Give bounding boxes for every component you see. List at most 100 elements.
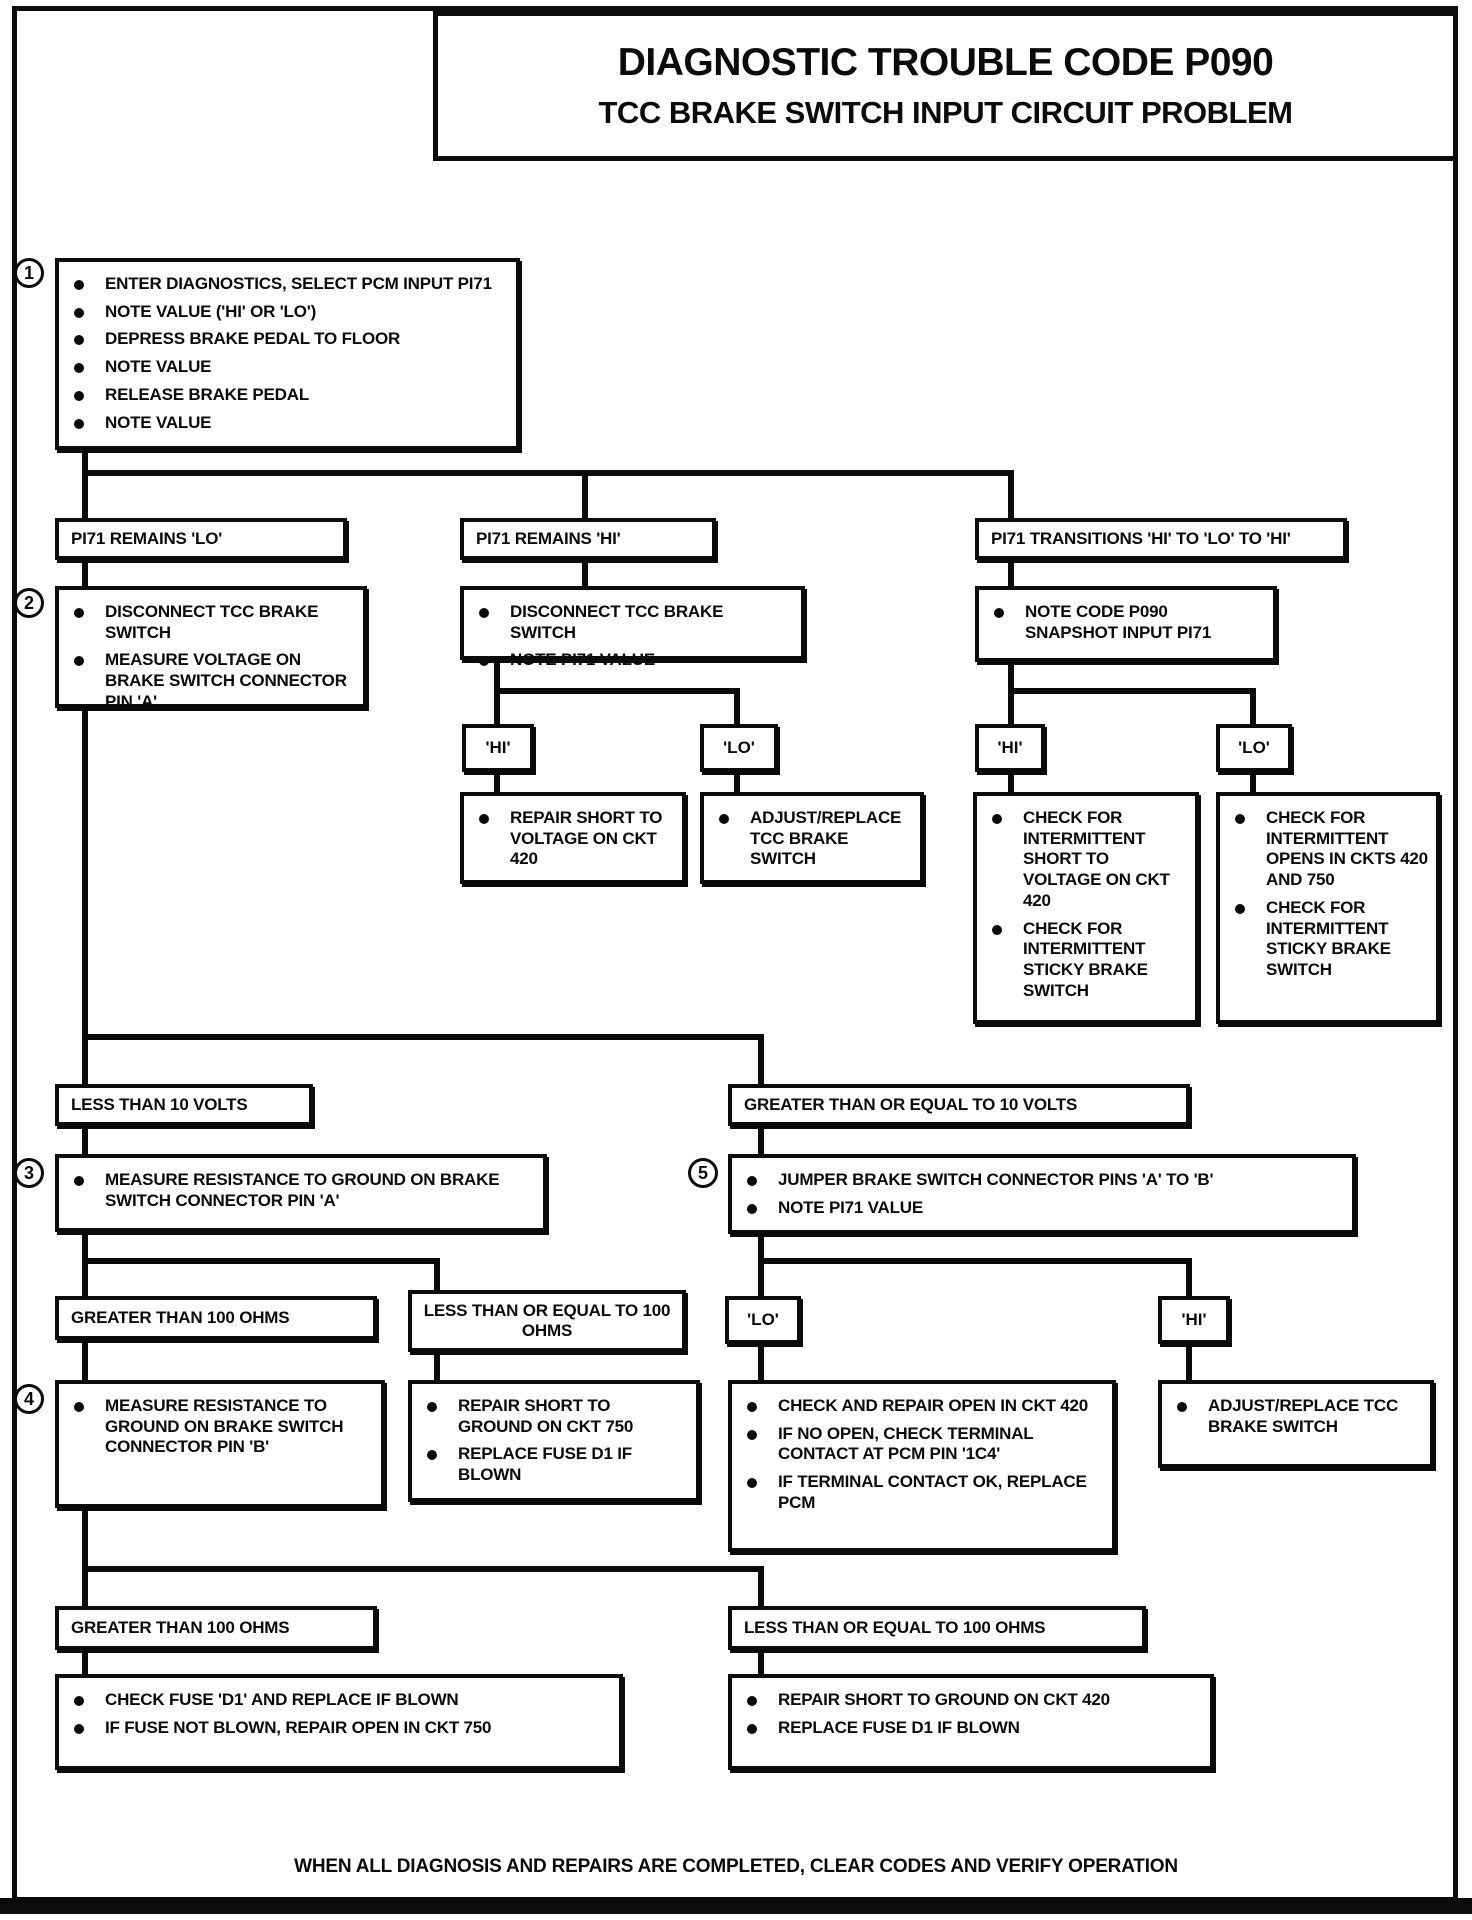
page-subtitle: TCC BRAKE SWITCH INPUT CIRCUIT PROBLEM bbox=[598, 95, 1293, 130]
label-hi-middle: 'HI' bbox=[462, 724, 534, 772]
action-item: CHECK FUSE 'D1' AND REPLACE IF BLOWN bbox=[59, 1690, 611, 1711]
connector-line bbox=[82, 448, 88, 474]
step1-box: ENTER DIAGNOSTICS, SELECT PCM INPUT PI71… bbox=[55, 258, 520, 450]
connector-line bbox=[82, 1034, 764, 1040]
step-number-5: 5 bbox=[688, 1158, 718, 1188]
action-list: REPAIR SHORT TO GROUND ON CKT 750 REPLAC… bbox=[412, 1396, 688, 1486]
connector-line bbox=[1008, 662, 1014, 694]
label-gt-100-ohms-1: GREATER THAN 100 OHMS bbox=[55, 1296, 377, 1340]
action-item: REPAIR SHORT TO GROUND ON CKT 750 bbox=[412, 1396, 688, 1437]
step5-box: JUMPER BRAKE SWITCH CONNECTOR PINS 'A' T… bbox=[728, 1154, 1356, 1234]
connector-line bbox=[1008, 694, 1014, 724]
connector-line bbox=[1186, 1344, 1192, 1380]
page-title: DIAGNOSTIC TROUBLE CODE P090 bbox=[617, 41, 1274, 84]
connector-line bbox=[758, 1650, 764, 1674]
connector-line bbox=[82, 1040, 88, 1084]
action-item: REPAIR SHORT TO GROUND ON CKT 420 bbox=[732, 1690, 1202, 1711]
step-item: DISCONNECT TCC BRAKE SWITCH bbox=[59, 602, 355, 643]
action-item: CHECK AND REPAIR OPEN IN CKT 420 bbox=[732, 1396, 1104, 1417]
connector-line bbox=[82, 1650, 88, 1674]
step4-box: MEASURE RESISTANCE TO GROUND ON BRAKE SW… bbox=[55, 1380, 385, 1508]
connector-line bbox=[758, 1264, 764, 1296]
step-number-3: 3 bbox=[14, 1158, 44, 1188]
connector-line bbox=[434, 1264, 440, 1296]
step5-list: JUMPER BRAKE SWITCH CONNECTOR PINS 'A' T… bbox=[732, 1170, 1344, 1218]
connector-line bbox=[758, 1040, 764, 1084]
connector-line bbox=[1008, 560, 1014, 586]
connector-line bbox=[1250, 694, 1256, 724]
connector-line bbox=[1186, 1264, 1192, 1296]
action-item: CHECK FOR INTERMITTENT STICKY BRAKE SWIT… bbox=[1220, 898, 1428, 981]
step-number-4: 4 bbox=[14, 1384, 44, 1414]
note-snapshot-box: NOTE CODE P090 SNAPSHOT INPUT PI71 bbox=[975, 586, 1277, 662]
action-item: REPLACE FUSE D1 IF BLOWN bbox=[412, 1444, 688, 1485]
action-item: IF FUSE NOT BLOWN, REPAIR OPEN IN CKT 75… bbox=[59, 1718, 611, 1739]
label-lo-step5: 'LO' bbox=[725, 1296, 801, 1344]
connector-line bbox=[758, 1234, 764, 1264]
label-le-100-ohms-1: LESS THAN OR EQUAL TO 100 OHMS bbox=[408, 1290, 686, 1352]
repair-short-ground-750-box: REPAIR SHORT TO GROUND ON CKT 750 REPLAC… bbox=[408, 1380, 700, 1502]
step-item: DEPRESS BRAKE PEDAL TO FLOOR bbox=[59, 329, 508, 350]
label-ge-10-volts: GREATER THAN OR EQUAL TO 10 VOLTS bbox=[728, 1084, 1190, 1126]
action-list: REPAIR SHORT TO VOLTAGE ON CKT 420 bbox=[464, 808, 674, 870]
connector-line bbox=[1008, 474, 1014, 518]
connector-line bbox=[82, 1566, 764, 1572]
label-pi71-remains-hi: PI71 REMAINS 'HI' bbox=[460, 518, 716, 560]
step3-box: MEASURE RESISTANCE TO GROUND ON BRAKE SW… bbox=[55, 1154, 547, 1232]
action-list: CHECK FUSE 'D1' AND REPLACE IF BLOWN IF … bbox=[59, 1690, 611, 1738]
check-repair-open-420-box: CHECK AND REPAIR OPEN IN CKT 420 IF NO O… bbox=[728, 1380, 1116, 1552]
disconnect-note-box: DISCONNECT TCC BRAKE SWITCH NOTE PI71 VA… bbox=[460, 586, 805, 669]
action-list: ADJUST/REPLACE TCC BRAKE SWITCH bbox=[704, 808, 912, 870]
action-list: REPAIR SHORT TO GROUND ON CKT 420 REPLAC… bbox=[732, 1690, 1202, 1738]
connector-line bbox=[734, 694, 740, 724]
action-item: IF NO OPEN, CHECK TERMINAL CONTACT AT PC… bbox=[732, 1424, 1104, 1465]
action-item: CHECK FOR INTERMITTENT SHORT TO VOLTAGE … bbox=[977, 808, 1187, 912]
label-gt-100-ohms-2: GREATER THAN 100 OHMS bbox=[55, 1606, 377, 1650]
step-item: MEASURE RESISTANCE TO GROUND ON BRAKE SW… bbox=[59, 1396, 373, 1458]
connector-line bbox=[82, 1572, 88, 1606]
action-item: IF TERMINAL CONTACT OK, REPLACE PCM bbox=[732, 1472, 1104, 1513]
repair-short-voltage-box: REPAIR SHORT TO VOLTAGE ON CKT 420 bbox=[460, 792, 686, 884]
step-item: MEASURE RESISTANCE TO GROUND ON BRAKE SW… bbox=[59, 1170, 535, 1211]
step-number-2: 2 bbox=[14, 588, 44, 618]
connector-line bbox=[82, 1340, 88, 1380]
action-item: ADJUST/REPLACE TCC BRAKE SWITCH bbox=[704, 808, 912, 870]
step-item: RELEASE BRAKE PEDAL bbox=[59, 385, 508, 406]
step2-box: DISCONNECT TCC BRAKE SWITCH MEASURE VOLT… bbox=[55, 586, 367, 711]
connector-line bbox=[494, 688, 740, 694]
step-item: NOTE VALUE bbox=[59, 413, 508, 434]
connector-line bbox=[494, 694, 500, 724]
connector-line bbox=[82, 1232, 88, 1264]
connector-line bbox=[758, 1344, 764, 1380]
connector-line bbox=[1008, 772, 1014, 792]
label-lo-right: 'LO' bbox=[1216, 724, 1292, 772]
connector-line bbox=[758, 1126, 764, 1154]
label-lo-middle: 'LO' bbox=[700, 724, 778, 772]
connector-line bbox=[82, 1508, 88, 1572]
action-item: ADJUST/REPLACE TCC BRAKE SWITCH bbox=[1162, 1396, 1422, 1437]
step-item: MEASURE VOLTAGE ON BRAKE SWITCH CONNECTO… bbox=[59, 650, 355, 712]
bottom-bar bbox=[0, 1898, 1472, 1914]
step1-list: ENTER DIAGNOSTICS, SELECT PCM INPUT PI71… bbox=[59, 274, 508, 433]
label-pi71-transitions: PI71 TRANSITIONS 'HI' TO 'LO' TO 'HI' bbox=[975, 518, 1347, 560]
title-box: DIAGNOSTIC TROUBLE CODE P090 TCC BRAKE S… bbox=[433, 11, 1458, 161]
adjust-replace-switch-box-2: ADJUST/REPLACE TCC BRAKE SWITCH bbox=[1158, 1380, 1434, 1468]
step-item: ENTER DIAGNOSTICS, SELECT PCM INPUT PI71 bbox=[59, 274, 508, 295]
connector-line bbox=[82, 560, 88, 586]
connector-line bbox=[82, 1258, 440, 1264]
action-list: NOTE CODE P090 SNAPSHOT INPUT PI71 bbox=[979, 602, 1265, 643]
action-item: DISCONNECT TCC BRAKE SWITCH bbox=[464, 602, 793, 643]
step-item: NOTE VALUE bbox=[59, 357, 508, 378]
step3-list: MEASURE RESISTANCE TO GROUND ON BRAKE SW… bbox=[59, 1170, 535, 1211]
action-item: NOTE CODE P090 SNAPSHOT INPUT PI71 bbox=[979, 602, 1265, 643]
intermittent-lo-box: CHECK FOR INTERMITTENT OPENS IN CKTS 420… bbox=[1216, 792, 1440, 1024]
label-hi-step5: 'HI' bbox=[1158, 1296, 1230, 1344]
step-item: JUMPER BRAKE SWITCH CONNECTOR PINS 'A' T… bbox=[732, 1170, 1344, 1191]
action-list: DISCONNECT TCC BRAKE SWITCH NOTE PI71 VA… bbox=[464, 602, 793, 671]
action-list: CHECK FOR INTERMITTENT OPENS IN CKTS 420… bbox=[1220, 808, 1428, 981]
label-less-than-10-volts: LESS THAN 10 VOLTS bbox=[55, 1084, 313, 1126]
connector-line bbox=[582, 474, 588, 518]
connector-line bbox=[494, 772, 500, 792]
connector-line bbox=[494, 660, 500, 694]
